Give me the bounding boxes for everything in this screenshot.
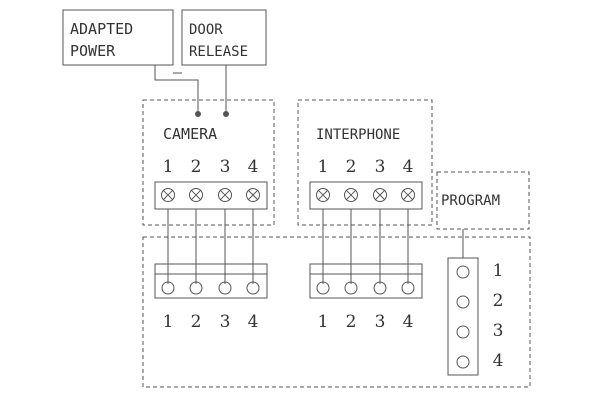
interphone-screw-terminal: [373, 188, 387, 202]
power-wire-dot: [195, 111, 201, 117]
camera-screw-terminal: [189, 188, 203, 202]
terminals: [161, 188, 470, 369]
board-program-pin-number: 2: [493, 291, 504, 311]
adapted-power-box: [62, 9, 174, 66]
interphone-terminal-number: 1: [318, 157, 329, 177]
camera-screw-cross: [191, 190, 201, 200]
camera-screw-cross: [163, 190, 173, 200]
board-camera-pin-number: 1: [163, 312, 174, 332]
board-camera-pin-number: 3: [220, 312, 231, 332]
camera-terminal-number: 4: [248, 157, 259, 177]
camera-screw-terminal: [246, 188, 260, 202]
board-interphone-connector: [309, 263, 423, 299]
camera-screw-cross: [220, 190, 230, 200]
program-board-pin: [456, 355, 470, 369]
program-board-pin: [456, 265, 470, 279]
board-interphone-pin-number: 1: [318, 312, 329, 332]
program-board-pin: [456, 325, 470, 339]
interphone-screw-terminal: [344, 188, 358, 202]
interphone-frame: [297, 99, 433, 226]
camera-terminal-number: 2: [191, 157, 202, 177]
program-title: PROGRAM: [441, 193, 500, 209]
interphone-screw-cross: [346, 190, 356, 200]
program-board-pin: [456, 295, 470, 309]
power-wire: [154, 65, 199, 114]
board-frame: [142, 236, 531, 388]
interphone-terminal-number: 2: [346, 157, 357, 177]
camera-screw-cross: [248, 190, 258, 200]
interphone-terminal-number: 4: [403, 157, 414, 177]
camera-screw-terminal: [218, 188, 232, 202]
interphone-terminal-block: [309, 181, 423, 210]
board-program-pin-number: 3: [493, 321, 504, 341]
board-camera-connector: [154, 263, 268, 299]
board-camera-pin-number: 4: [248, 312, 259, 332]
camera-screw-terminal: [161, 188, 175, 202]
interphone-screw-cross: [375, 190, 385, 200]
door-release-wire-dot: [223, 111, 229, 117]
door-release-box: [181, 9, 267, 66]
interphone-terminal-number: 3: [375, 157, 386, 177]
adapted-power-label-line2: POWER: [70, 42, 116, 60]
board-interphone-pin-number: 2: [346, 312, 357, 332]
camera-title: CAMERA: [163, 125, 217, 143]
program-frame: [436, 171, 530, 230]
camera-terminal-number: 1: [163, 157, 174, 177]
board-interphone-pin-number: 4: [403, 312, 414, 332]
interphone-screw-cross: [403, 190, 413, 200]
board-program-pin-number: 4: [493, 351, 504, 371]
board-program-pin-number: 1: [493, 261, 504, 281]
interphone-screw-terminal: [316, 188, 330, 202]
interphone-title: INTERPHONE: [316, 127, 400, 143]
camera-terminal-number: 3: [220, 157, 231, 177]
camera-terminal-block: [154, 181, 268, 210]
camera-frame: [142, 99, 275, 226]
door-release-label-line1: DOOR: [189, 22, 223, 38]
board-camera-pin-number: 2: [191, 312, 202, 332]
adapted-power-label-line1: ADAPTED: [70, 20, 133, 38]
board-interphone-pin-number: 3: [375, 312, 386, 332]
door-release-label-line2: RELEASE: [189, 44, 248, 60]
interphone-screw-cross: [318, 190, 328, 200]
board-program-connector: [447, 257, 479, 376]
interphone-screw-terminal: [401, 188, 415, 202]
wires: [167, 111, 464, 284]
